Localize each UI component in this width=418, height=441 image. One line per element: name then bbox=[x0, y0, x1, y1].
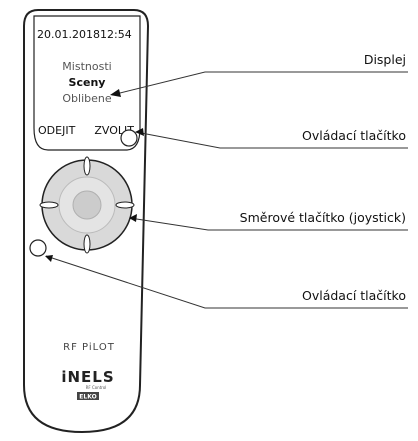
joystick-center[interactable] bbox=[72, 190, 102, 220]
leader-displej bbox=[111, 71, 408, 96]
label-smerove-tlacitko: Směrové tlačítko (joystick) bbox=[240, 210, 406, 225]
arrowhead-ovladaci-1 bbox=[135, 128, 144, 136]
leader-arrowheads bbox=[45, 89, 144, 262]
device-label: RF PiLOT bbox=[63, 342, 115, 353]
brand-sub: RF Control bbox=[86, 385, 107, 390]
left-control-button[interactable] bbox=[29, 239, 47, 257]
maker-label: ELKO bbox=[79, 394, 96, 401]
screen-menu-item[interactable]: Mistnosti bbox=[62, 60, 111, 73]
screen-date: 20.01.2018 bbox=[37, 28, 100, 41]
arrowhead-displej bbox=[110, 89, 121, 97]
label-ovladaci-tlacitko-1: Ovládací tlačítko bbox=[302, 128, 406, 143]
screen-menu-item[interactable]: Oblibene bbox=[62, 92, 111, 105]
leader-ovladaci-2 bbox=[45, 255, 408, 309]
softkey-left-label: ODEJIT bbox=[38, 124, 76, 137]
right-control-button[interactable] bbox=[120, 129, 138, 147]
screen-time: 12:54 bbox=[100, 28, 132, 41]
joystick-left-mark[interactable] bbox=[39, 201, 59, 209]
arrowhead-ovladaci-2 bbox=[45, 255, 53, 262]
arrowhead-joystick bbox=[129, 214, 137, 222]
maker-badge bbox=[77, 392, 99, 400]
brand-logo: iNELS bbox=[61, 368, 114, 386]
joystick-right-mark[interactable] bbox=[115, 201, 135, 209]
joystick-down-mark[interactable] bbox=[83, 234, 91, 254]
screen-menu-item-selected[interactable]: Sceny bbox=[69, 76, 106, 89]
label-displej: Displej bbox=[364, 52, 406, 67]
joystick-up-mark[interactable] bbox=[83, 156, 91, 176]
leader-joystick bbox=[129, 217, 408, 231]
label-ovladaci-tlacitko-2: Ovládací tlačítko bbox=[302, 288, 406, 303]
leader-lines bbox=[45, 71, 408, 309]
leader-ovladaci-1 bbox=[135, 131, 408, 149]
